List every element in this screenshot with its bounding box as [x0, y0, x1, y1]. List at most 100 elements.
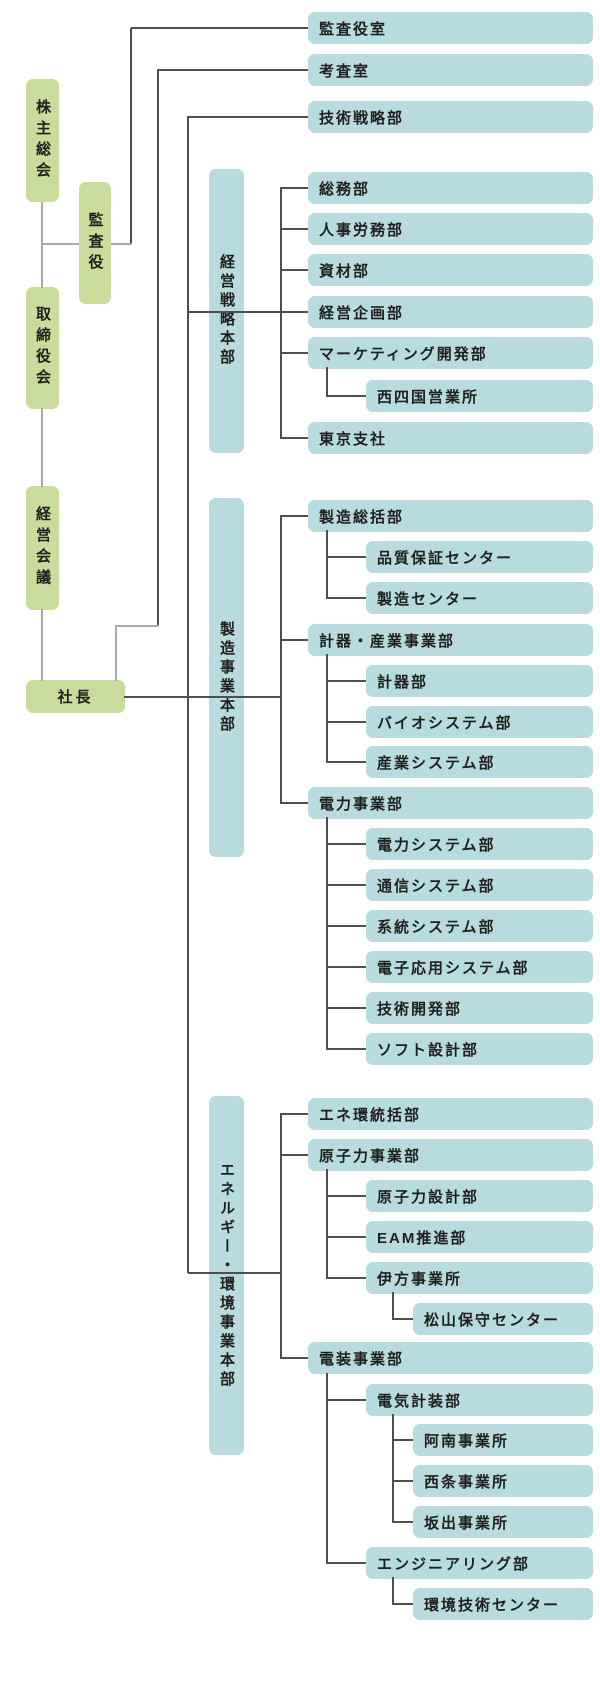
connector-line: [326, 530, 328, 599]
department-box: 計器・産業事業部: [308, 624, 593, 656]
connector-line: [393, 1318, 413, 1320]
connector-line: [281, 802, 308, 804]
connector-line: [281, 437, 308, 439]
connector-line: [393, 1439, 413, 1441]
connector-line: [187, 116, 189, 1273]
department-box: 原子力設計部: [366, 1180, 593, 1212]
connector-line: [41, 609, 43, 681]
department-box: 電装事業部: [308, 1342, 593, 1374]
department-box: ソフト設計部: [366, 1033, 593, 1065]
connector-line: [327, 1007, 366, 1009]
connector-line: [327, 395, 366, 397]
connector-line: [188, 116, 308, 118]
connector-line: [327, 1048, 366, 1050]
division-box-energy-environment-hq: エネルギー・環境事業本部: [209, 1096, 244, 1455]
connector-line: [281, 311, 308, 313]
connector-line: [280, 187, 282, 439]
connector-line: [116, 625, 159, 627]
connector-line: [393, 1521, 413, 1523]
department-box: 松山保守センター: [413, 1303, 593, 1335]
connector-line: [280, 1113, 282, 1359]
connector-line: [393, 1603, 413, 1605]
connector-line: [327, 556, 366, 558]
connector-line: [281, 1154, 308, 1156]
department-box: 人事労務部: [308, 213, 593, 245]
department-box: 通信システム部: [366, 869, 593, 901]
connector-line: [41, 408, 43, 487]
department-box: 技術戦略部: [308, 101, 593, 133]
connector-line: [327, 843, 366, 845]
connector-line: [327, 1277, 366, 1279]
connector-line: [393, 1480, 413, 1482]
department-box: 原子力事業部: [308, 1139, 593, 1171]
governance-box-management-council: 経営会議: [26, 486, 59, 610]
department-box: 阿南事業所: [413, 1424, 593, 1456]
connector-line: [281, 187, 308, 189]
connector-line: [327, 1195, 366, 1197]
department-box: EAM推進部: [366, 1221, 593, 1253]
department-box: 製造センター: [366, 582, 593, 614]
connector-line: [131, 27, 308, 29]
connector-line: [326, 367, 328, 397]
department-box: 考査室: [308, 54, 593, 86]
connector-line: [130, 28, 132, 245]
connector-line: [326, 1169, 328, 1279]
connector-line: [327, 721, 366, 723]
department-box: マーケティング開発部: [308, 337, 593, 369]
department-box: 環境技術センター: [413, 1588, 593, 1620]
department-box: 技術開発部: [366, 992, 593, 1024]
department-box: 監査役室: [308, 12, 593, 44]
connector-line: [392, 1292, 394, 1320]
department-box: エンジニアリング部: [366, 1547, 593, 1579]
department-box: 伊方事業所: [366, 1262, 593, 1294]
connector-line: [124, 696, 282, 698]
connector-line: [158, 69, 308, 71]
department-box: 経営企画部: [308, 296, 593, 328]
governance-box-president: 社長: [26, 680, 125, 713]
department-box: 坂出事業所: [413, 1506, 593, 1538]
connector-line: [41, 202, 43, 288]
department-box: 資材部: [308, 254, 593, 286]
connector-line: [115, 625, 117, 681]
department-box: 電子応用システム部: [366, 951, 593, 983]
connector-line: [392, 1414, 394, 1523]
department-box: 西条事業所: [413, 1465, 593, 1497]
division-box-manufacturing-hq: 製造事業本部: [209, 498, 244, 857]
department-box: 産業システム部: [366, 746, 593, 778]
connector-line: [327, 597, 366, 599]
connector-line: [327, 925, 366, 927]
connector-line: [392, 1577, 394, 1605]
department-box: 総務部: [308, 172, 593, 204]
governance-box-audit-officer: 監査役: [79, 182, 111, 304]
connector-line: [42, 243, 79, 245]
connector-line: [327, 1399, 366, 1401]
connector-line: [327, 1236, 366, 1238]
connector-line: [281, 352, 308, 354]
governance-box-shareholders-meeting: 株主総会: [26, 79, 59, 202]
connector-line: [281, 639, 308, 641]
connector-line: [327, 761, 366, 763]
connector-line: [327, 1562, 366, 1564]
department-box: 電気計装部: [366, 1384, 593, 1416]
department-box: 電力事業部: [308, 787, 593, 819]
connector-line: [281, 228, 308, 230]
connector-line: [327, 680, 366, 682]
connector-line: [188, 1272, 282, 1274]
department-box: 東京支社: [308, 422, 593, 454]
connector-line: [326, 817, 328, 1050]
connector-line: [280, 515, 282, 804]
department-box: 系統システム部: [366, 910, 593, 942]
connector-line: [327, 884, 366, 886]
connector-line: [327, 966, 366, 968]
connector-line: [157, 69, 159, 627]
department-box: 電力システム部: [366, 828, 593, 860]
department-box: 西四国営業所: [366, 380, 593, 412]
connector-line: [281, 515, 308, 517]
connector-line: [281, 1357, 308, 1359]
connector-line: [281, 1113, 308, 1115]
connector-line: [111, 243, 132, 245]
department-box: 計器部: [366, 665, 593, 697]
department-box: エネ環統括部: [308, 1098, 593, 1130]
department-box: 製造総括部: [308, 500, 593, 532]
